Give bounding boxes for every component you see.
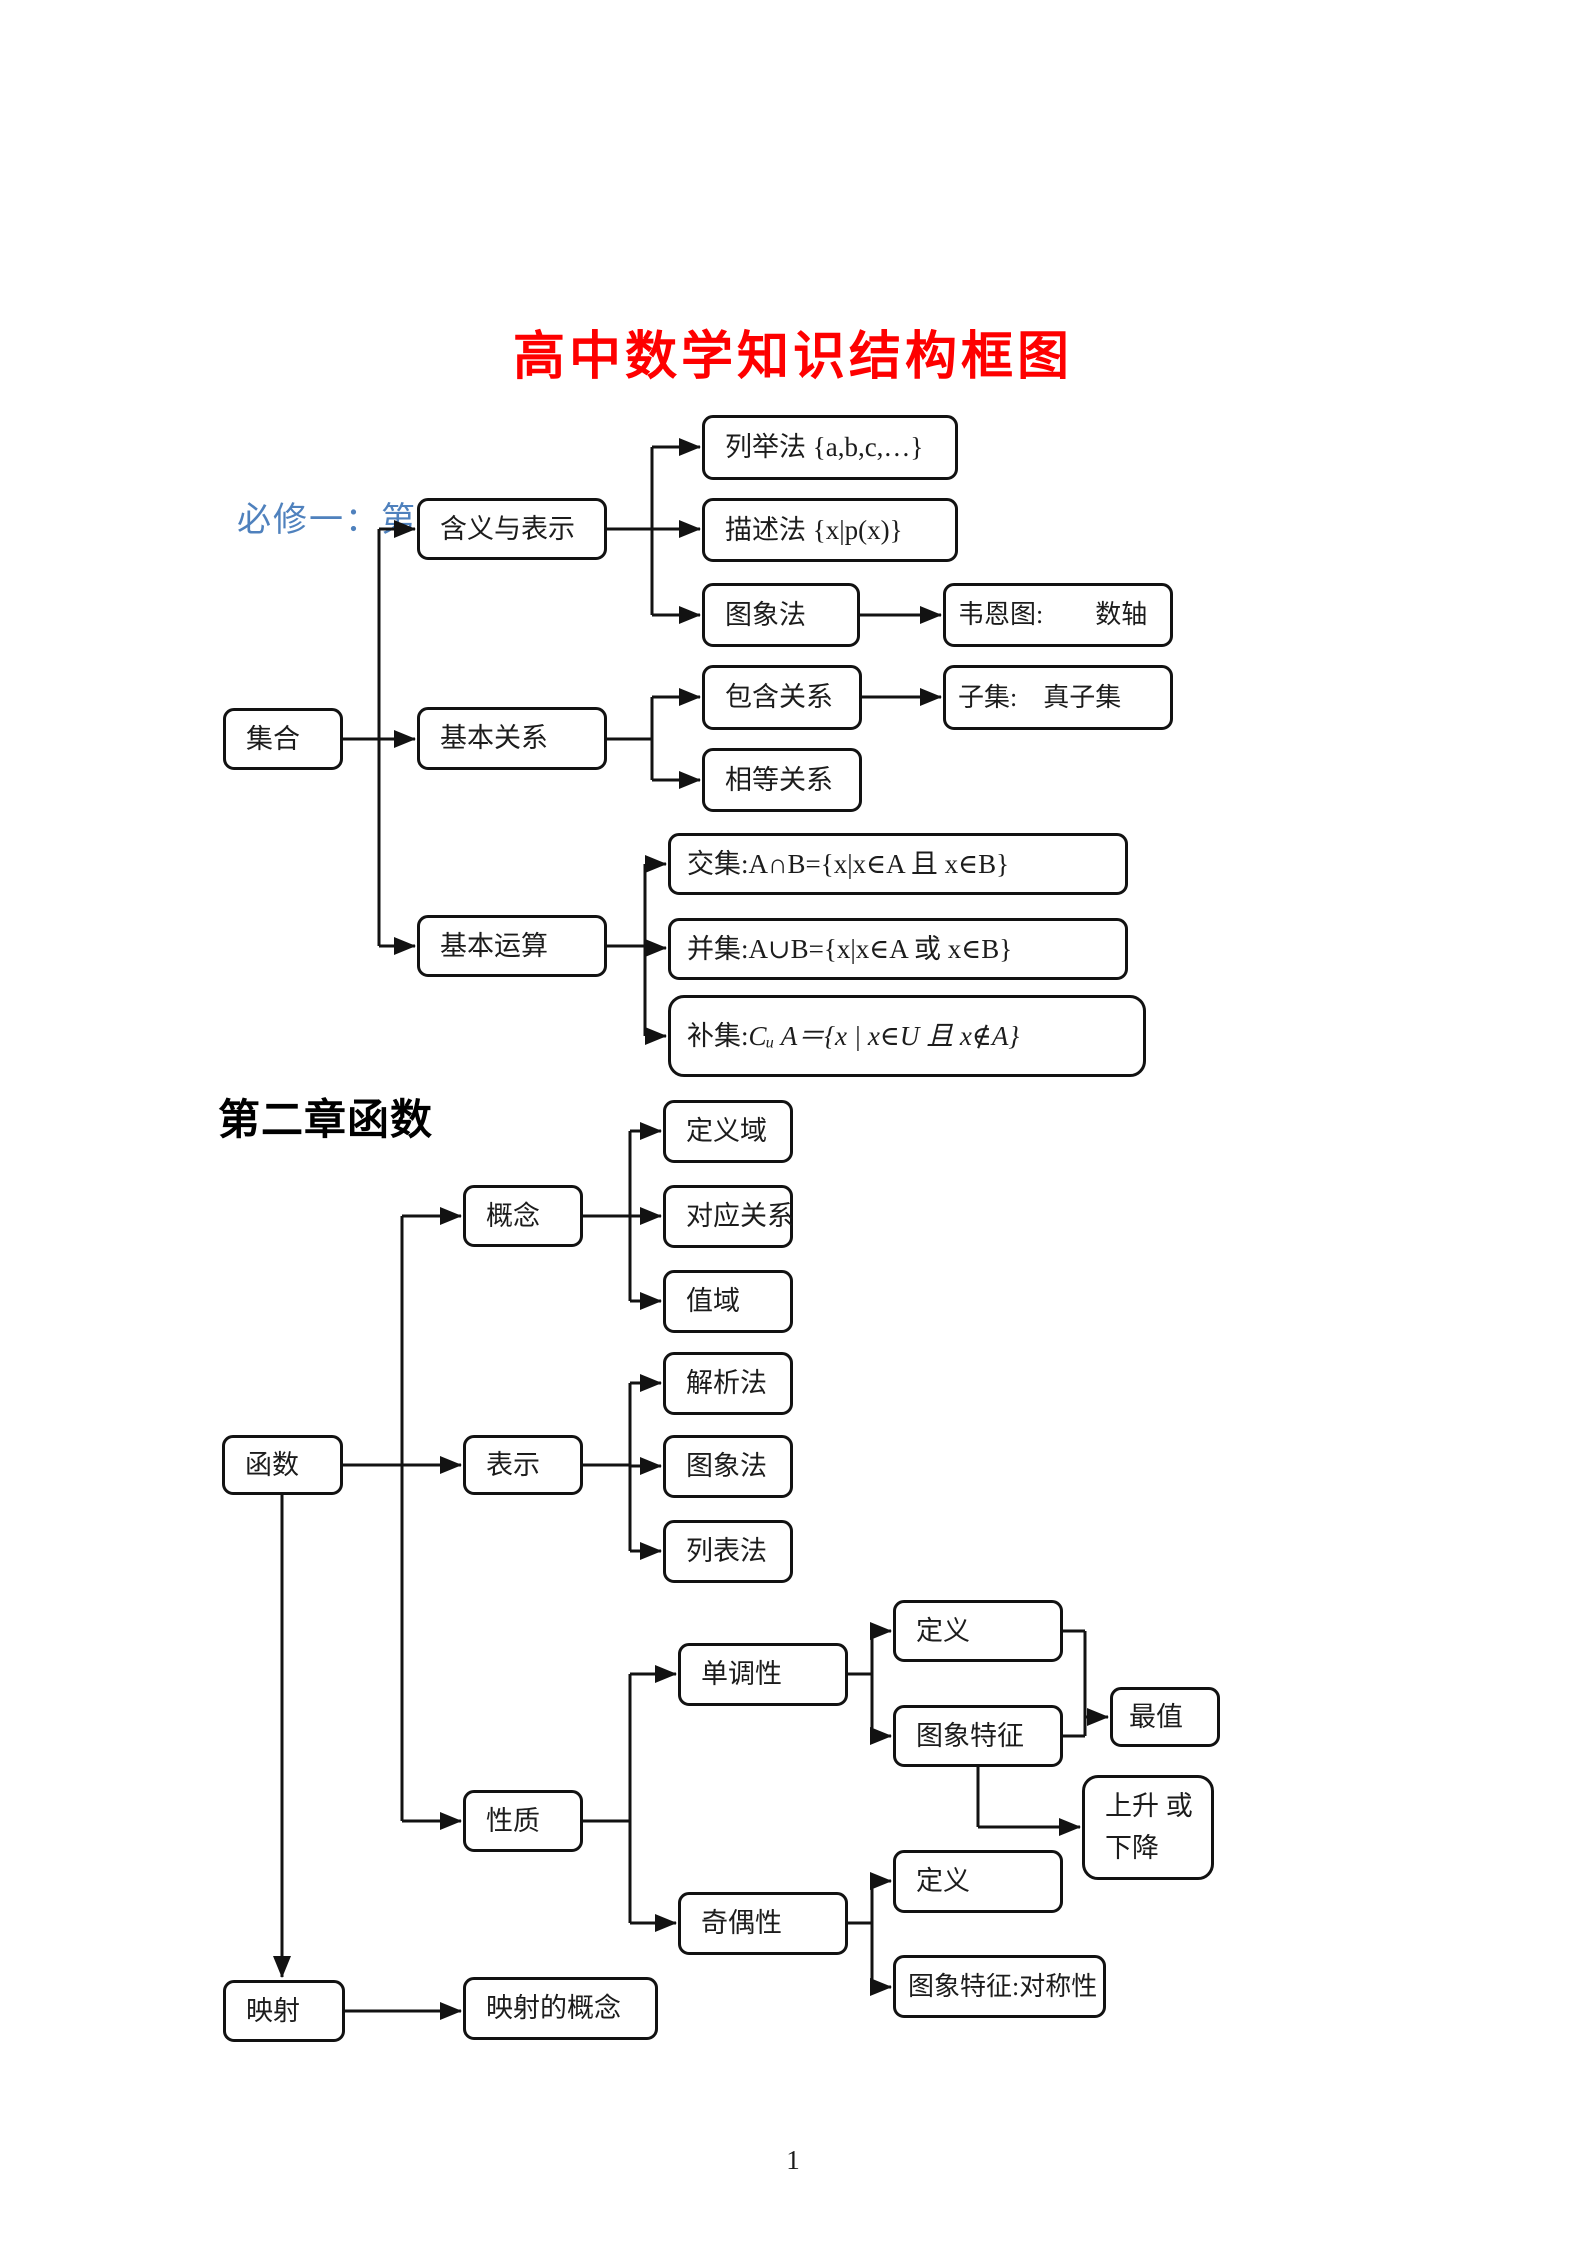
node-set-root: 集合 — [223, 708, 343, 770]
node-intersection-formula: 交集:A∩B={x|x∈A 且 x∈B} — [668, 833, 1128, 895]
node-mapping: 映射 — [223, 1980, 345, 2042]
node-subset: 子集: 真子集 — [943, 665, 1173, 730]
node-union-formula: 并集:A∪B={x|x∈A 或 x∈B} — [668, 918, 1128, 980]
node-extremum: 最值 — [1110, 1687, 1220, 1747]
node-analytic-method: 解析法 — [663, 1352, 793, 1415]
section2-heading: 第二章函数 — [218, 1098, 434, 1144]
node-properties: 性质 — [463, 1790, 583, 1852]
node-correspondence: 对应关系 — [663, 1185, 794, 1248]
node-basic-relations: 基本关系 — [417, 707, 607, 770]
node-description-method: 描述法 {x|p(x)} — [702, 498, 958, 562]
page-title: 高中数学知识结构框图 — [512, 329, 1073, 386]
node-concept: 概念 — [463, 1185, 583, 1247]
node-monotonicity-graph-feature: 图象特征 — [893, 1705, 1063, 1767]
node-equality-relation: 相等关系 — [702, 748, 862, 812]
node-inclusion-relation: 包含关系 — [702, 665, 862, 730]
node-parity: 奇偶性 — [678, 1892, 848, 1955]
complement-math: Cᵤ A＝{x | x∈U 且 x∉A} — [748, 1020, 1020, 1051]
page-number: 1 — [786, 2145, 800, 2175]
node-graphical-method-functions: 图象法 — [663, 1435, 793, 1498]
node-complement-formula: 补集:Cᵤ A＝{x | x∈U 且 x∉A} — [668, 995, 1146, 1077]
node-parity-graph-feature-symmetry: 图象特征:对称性 — [893, 1955, 1106, 2018]
node-mapping-concept: 映射的概念 — [463, 1977, 658, 2040]
node-rise-or-fall: 上升 或 下降 — [1082, 1775, 1214, 1880]
node-graphical-method-sets: 图象法 — [702, 583, 860, 647]
complement-label: 补集: — [687, 1020, 749, 1051]
node-tabular-method: 列表法 — [663, 1520, 793, 1583]
node-monotonicity: 单调性 — [678, 1643, 848, 1706]
node-domain: 定义域 — [663, 1100, 793, 1163]
node-basic-operations: 基本运算 — [417, 915, 607, 977]
node-range: 值域 — [663, 1270, 793, 1333]
node-parity-definition: 定义 — [893, 1850, 1063, 1913]
node-enumeration-method: 列举法 {a,b,c,…} — [702, 415, 958, 480]
node-meaning-representation: 含义与表示 — [417, 498, 607, 560]
node-function-root: 函数 — [222, 1435, 343, 1495]
node-representation: 表示 — [463, 1435, 583, 1495]
node-venn-diagram: 韦恩图: 数轴 — [943, 583, 1173, 647]
node-monotonicity-definition: 定义 — [893, 1600, 1063, 1662]
